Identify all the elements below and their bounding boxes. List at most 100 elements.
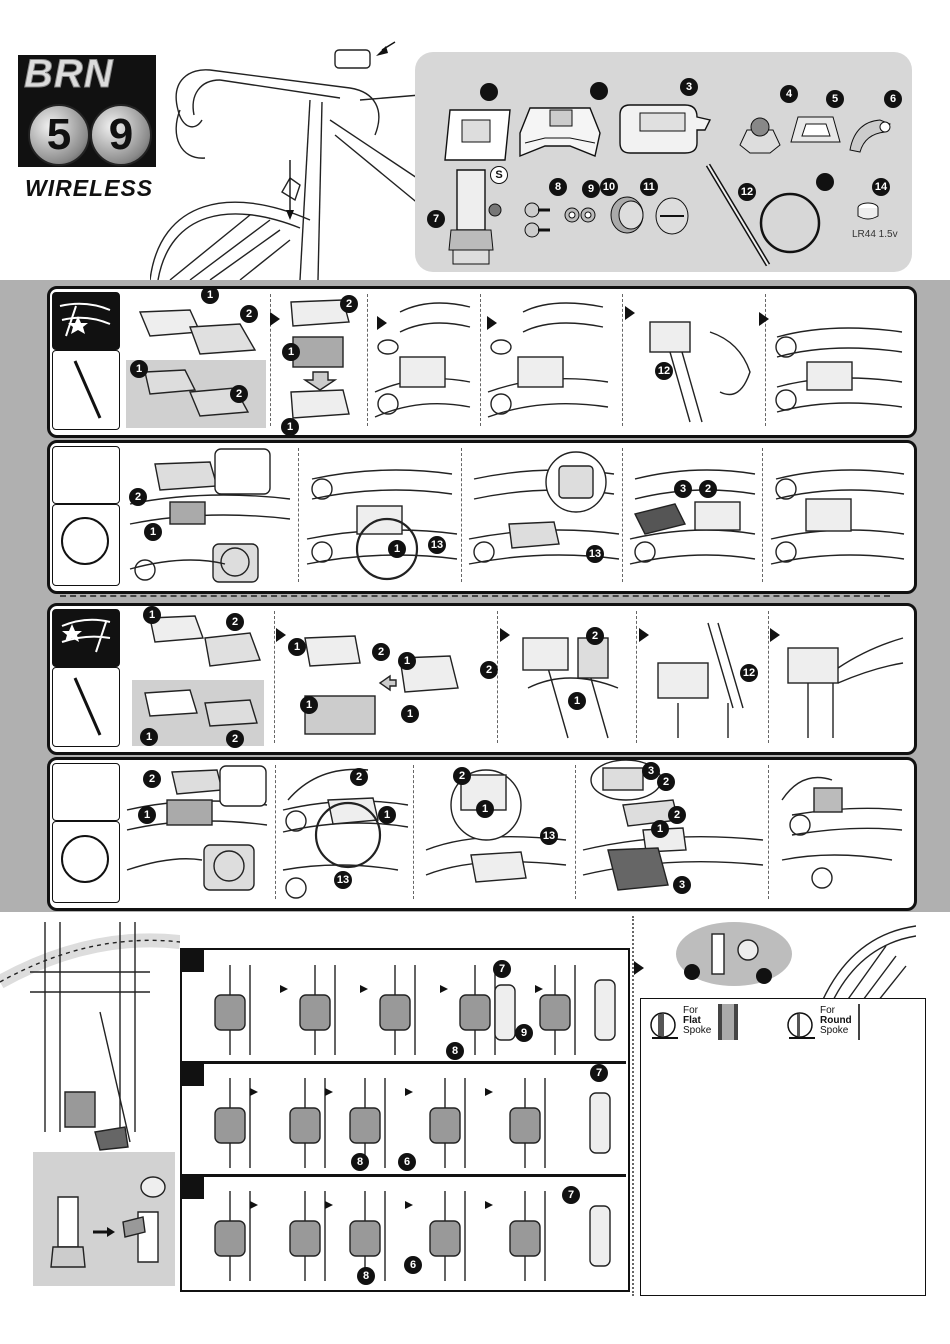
callout-f9: 6 (404, 1256, 422, 1274)
callout-a3: 1 (130, 360, 148, 378)
part-7-badge: 7 (427, 210, 445, 228)
cable-tie-small-icon (60, 356, 110, 422)
round-spoke-clip-icon (788, 112, 843, 152)
step-arrow (759, 312, 769, 326)
battery-label: LR44 1.5v (852, 229, 898, 240)
battery-cap-icon (607, 195, 647, 237)
step-arrow (634, 961, 644, 975)
computer-holder-icon (615, 95, 715, 155)
o-ring-small-icon (58, 514, 112, 568)
fork-steps-row-1 (200, 955, 624, 1060)
divider (274, 611, 275, 743)
callout-a5: 1 (282, 343, 300, 361)
callout-a1: 1 (201, 286, 219, 304)
flat-spoke-icon (648, 1008, 682, 1042)
callout-b7: 2 (699, 480, 717, 498)
divider (497, 611, 498, 743)
callout-b6: 3 (674, 480, 692, 498)
flat-spoke-bar (718, 1004, 738, 1040)
brand-subtitle: WIRELESS (25, 175, 153, 202)
part-4-badge: 4 (780, 85, 798, 103)
callout-f8: 8 (357, 1267, 375, 1285)
part-12-badge: 12 (738, 183, 756, 201)
callout-f6: 6 (398, 1153, 416, 1171)
brand-digit-1: 5 (28, 104, 90, 166)
callout-d5: 13 (334, 871, 352, 889)
screw-icon (520, 198, 552, 243)
callout-d13: 3 (673, 876, 691, 894)
callout-c2: 2 (226, 613, 244, 631)
callout-a12: 12 (655, 362, 673, 380)
divider (575, 765, 576, 899)
callout-c13: 12 (740, 664, 758, 682)
part-8-badge: 8 (549, 178, 567, 196)
callout-d12: 1 (651, 820, 669, 838)
step-b1-parts (125, 444, 295, 586)
part-13-badge (816, 173, 834, 191)
part-10-badge: 10 (600, 178, 618, 196)
callout-b2: 2 (129, 488, 147, 506)
callout-f1: 7 (493, 960, 511, 978)
callout-d8: 13 (540, 827, 558, 845)
spoke-type-box (640, 998, 926, 1296)
callout-b5: 13 (586, 545, 604, 563)
o-ring-small-icon-2 (58, 832, 112, 886)
nut-icon (562, 203, 597, 228)
callout-b3: 1 (388, 540, 406, 558)
step-a3-stem (370, 292, 480, 427)
callout-c11: 1 (568, 692, 586, 710)
callout-d3: 2 (350, 768, 368, 786)
step-b4-holder (625, 444, 760, 586)
step-c5-done (778, 608, 908, 746)
divider (636, 611, 637, 743)
part-2-badge (590, 82, 608, 100)
brand-digit-2: 9 (90, 104, 152, 166)
callout-c12: 2 (586, 627, 604, 645)
callout-c7: 1 (300, 696, 318, 714)
callout-f4: 7 (590, 1064, 608, 1082)
stem-mount-blank-icon (52, 446, 120, 504)
step-a5-tighten (630, 292, 760, 427)
magnet-holder-icon (735, 105, 785, 155)
round-spoke-icon (785, 1008, 819, 1042)
callout-f2: 9 (515, 1024, 533, 1042)
step-d5-done (772, 760, 908, 902)
callout-f7: 7 (562, 1186, 580, 1204)
step-arrow (270, 312, 280, 326)
divider (768, 765, 769, 899)
callout-f5: 8 (351, 1153, 369, 1171)
handlebar-star-icon-2 (56, 612, 114, 660)
divider (298, 448, 299, 582)
callout-c5: 1 (288, 638, 306, 656)
fork-row-separator (180, 1061, 626, 1064)
callout-a6: 2 (340, 295, 358, 313)
callout-f3: 8 (446, 1042, 464, 1060)
callout-c10: 1 (401, 705, 419, 723)
callout-b1: 1 (144, 523, 162, 541)
callout-c6: 2 (372, 643, 390, 661)
callout-d6: 2 (453, 767, 471, 785)
part-s-badge: S (490, 166, 508, 184)
handlebar-mount-blank-icon (52, 763, 120, 821)
cap-icon (652, 195, 692, 237)
divider (367, 294, 368, 426)
battery-icon (855, 200, 881, 224)
round-spoke-label: For Round Spoke (820, 1006, 852, 1036)
callout-a4: 2 (230, 385, 248, 403)
divider (480, 294, 481, 426)
callout-c1: 1 (143, 606, 161, 624)
brand-name: BRN (24, 52, 114, 97)
step-b2-o-ring (302, 444, 462, 586)
callout-a7: 1 (281, 418, 299, 436)
callout-d2: 1 (138, 806, 156, 824)
part-1-badge (480, 83, 498, 101)
step-arrow (276, 628, 286, 642)
sensor-bracket-icon (515, 98, 605, 163)
step-a6-done (772, 292, 907, 427)
part-3-badge: 3 (680, 78, 698, 96)
divider (275, 765, 276, 899)
fork-row-separator (180, 1174, 626, 1177)
step-c1-bracket-parts (135, 608, 265, 746)
callout-d4: 1 (378, 806, 396, 824)
divider (413, 765, 414, 899)
